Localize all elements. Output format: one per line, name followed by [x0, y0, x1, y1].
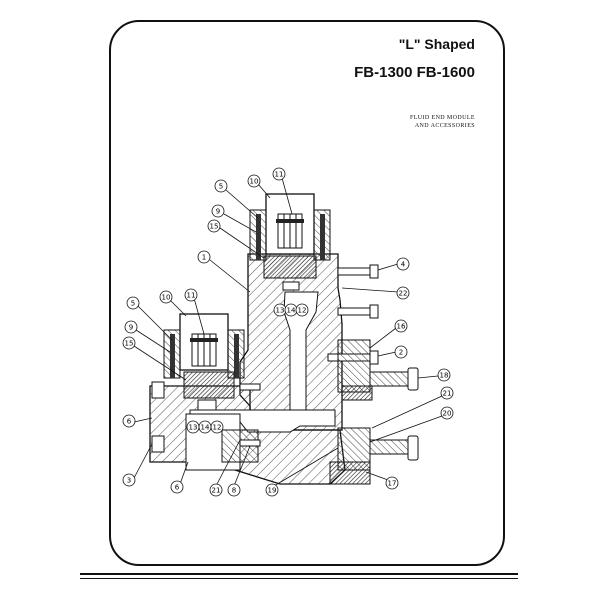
callout-bubbles: 5 10 11 9 15 1 — [122, 167, 454, 497]
svg-text:21: 21 — [443, 390, 452, 398]
page-subtitle: FLUID END MODULE AND ACCESSORIES — [410, 114, 475, 130]
callout-15-left: 15 — [122, 336, 136, 350]
svg-text:13: 13 — [276, 307, 285, 315]
leader-lines — [133, 177, 443, 487]
left-valve-cover-assembly — [163, 313, 245, 411]
footer-rule-thin — [80, 578, 518, 579]
svg-text:14: 14 — [201, 424, 210, 432]
callout-1: 1 — [197, 250, 211, 264]
callout-13-top: 13 — [273, 303, 287, 317]
callout-20: 20 — [440, 406, 454, 420]
footer-rule-thick — [80, 573, 518, 575]
callout-15-top: 15 — [207, 219, 221, 233]
svg-text:22: 22 — [399, 290, 408, 298]
svg-text:16: 16 — [397, 323, 406, 331]
page-title: "L" Shaped — [398, 36, 475, 52]
callout-10-top: 10 — [247, 174, 261, 188]
subtitle-line-2: AND ACCESSORIES — [414, 123, 475, 129]
svg-text:13: 13 — [189, 424, 198, 432]
callout-12-left: 12 — [210, 420, 224, 434]
svg-text:21: 21 — [212, 487, 221, 495]
callout-11-left: 11 — [184, 288, 198, 302]
svg-text:17: 17 — [388, 480, 397, 488]
callout-9-top: 9 — [211, 204, 225, 218]
svg-text:10: 10 — [162, 294, 171, 302]
svg-text:20: 20 — [443, 410, 452, 418]
top-valve-cover-assembly — [249, 193, 331, 291]
callout-8: 8 — [227, 483, 241, 497]
discharge-flange-assembly — [329, 339, 419, 485]
callout-6-bottom: 6 — [170, 480, 184, 494]
callout-21-right: 21 — [440, 386, 454, 400]
svg-text:6: 6 — [175, 484, 180, 492]
fluid-end-body — [149, 253, 346, 485]
svg-text:6: 6 — [127, 418, 132, 426]
callout-22: 22 — [396, 286, 410, 300]
callout-14-left: 14 — [198, 420, 212, 434]
svg-text:3: 3 — [127, 477, 131, 485]
svg-text:9: 9 — [216, 208, 220, 216]
callout-11-top: 11 — [272, 167, 286, 181]
callout-21-bottom: 21 — [209, 483, 223, 497]
callout-4: 4 — [396, 257, 410, 271]
svg-text:11: 11 — [187, 292, 196, 300]
svg-text:14: 14 — [287, 307, 296, 315]
svg-text:5: 5 — [131, 300, 135, 308]
svg-text:10: 10 — [250, 178, 259, 186]
callout-3: 3 — [122, 473, 136, 487]
svg-text:12: 12 — [213, 424, 222, 432]
callout-14-top: 14 — [284, 303, 298, 317]
callout-12-top: 12 — [295, 303, 309, 317]
callout-16: 16 — [394, 319, 408, 333]
svg-text:19: 19 — [268, 487, 277, 495]
svg-text:1: 1 — [202, 254, 206, 262]
callout-6-left: 6 — [122, 414, 136, 428]
svg-text:11: 11 — [275, 171, 284, 179]
svg-text:4: 4 — [401, 261, 406, 269]
callout-9-left: 9 — [124, 320, 138, 334]
svg-text:8: 8 — [232, 487, 236, 495]
callout-18: 18 — [437, 368, 451, 382]
svg-text:15: 15 — [210, 223, 219, 231]
callout-17: 17 — [385, 476, 399, 490]
callout-5-left: 5 — [126, 296, 140, 310]
svg-text:9: 9 — [129, 324, 133, 332]
svg-text:2: 2 — [399, 349, 403, 357]
svg-text:5: 5 — [219, 183, 223, 191]
left-studs — [151, 381, 261, 453]
callout-19: 19 — [265, 483, 279, 497]
callout-2: 2 — [394, 345, 408, 359]
callout-13-left: 13 — [186, 420, 200, 434]
callout-5-top: 5 — [214, 179, 228, 193]
subtitle-line-1: FLUID END MODULE — [409, 115, 475, 121]
svg-text:15: 15 — [125, 340, 134, 348]
svg-text:12: 12 — [298, 307, 307, 315]
callout-10-left: 10 — [159, 290, 173, 304]
model-numbers: FB-1300 FB-1600 — [354, 64, 475, 81]
svg-text:18: 18 — [440, 372, 449, 380]
